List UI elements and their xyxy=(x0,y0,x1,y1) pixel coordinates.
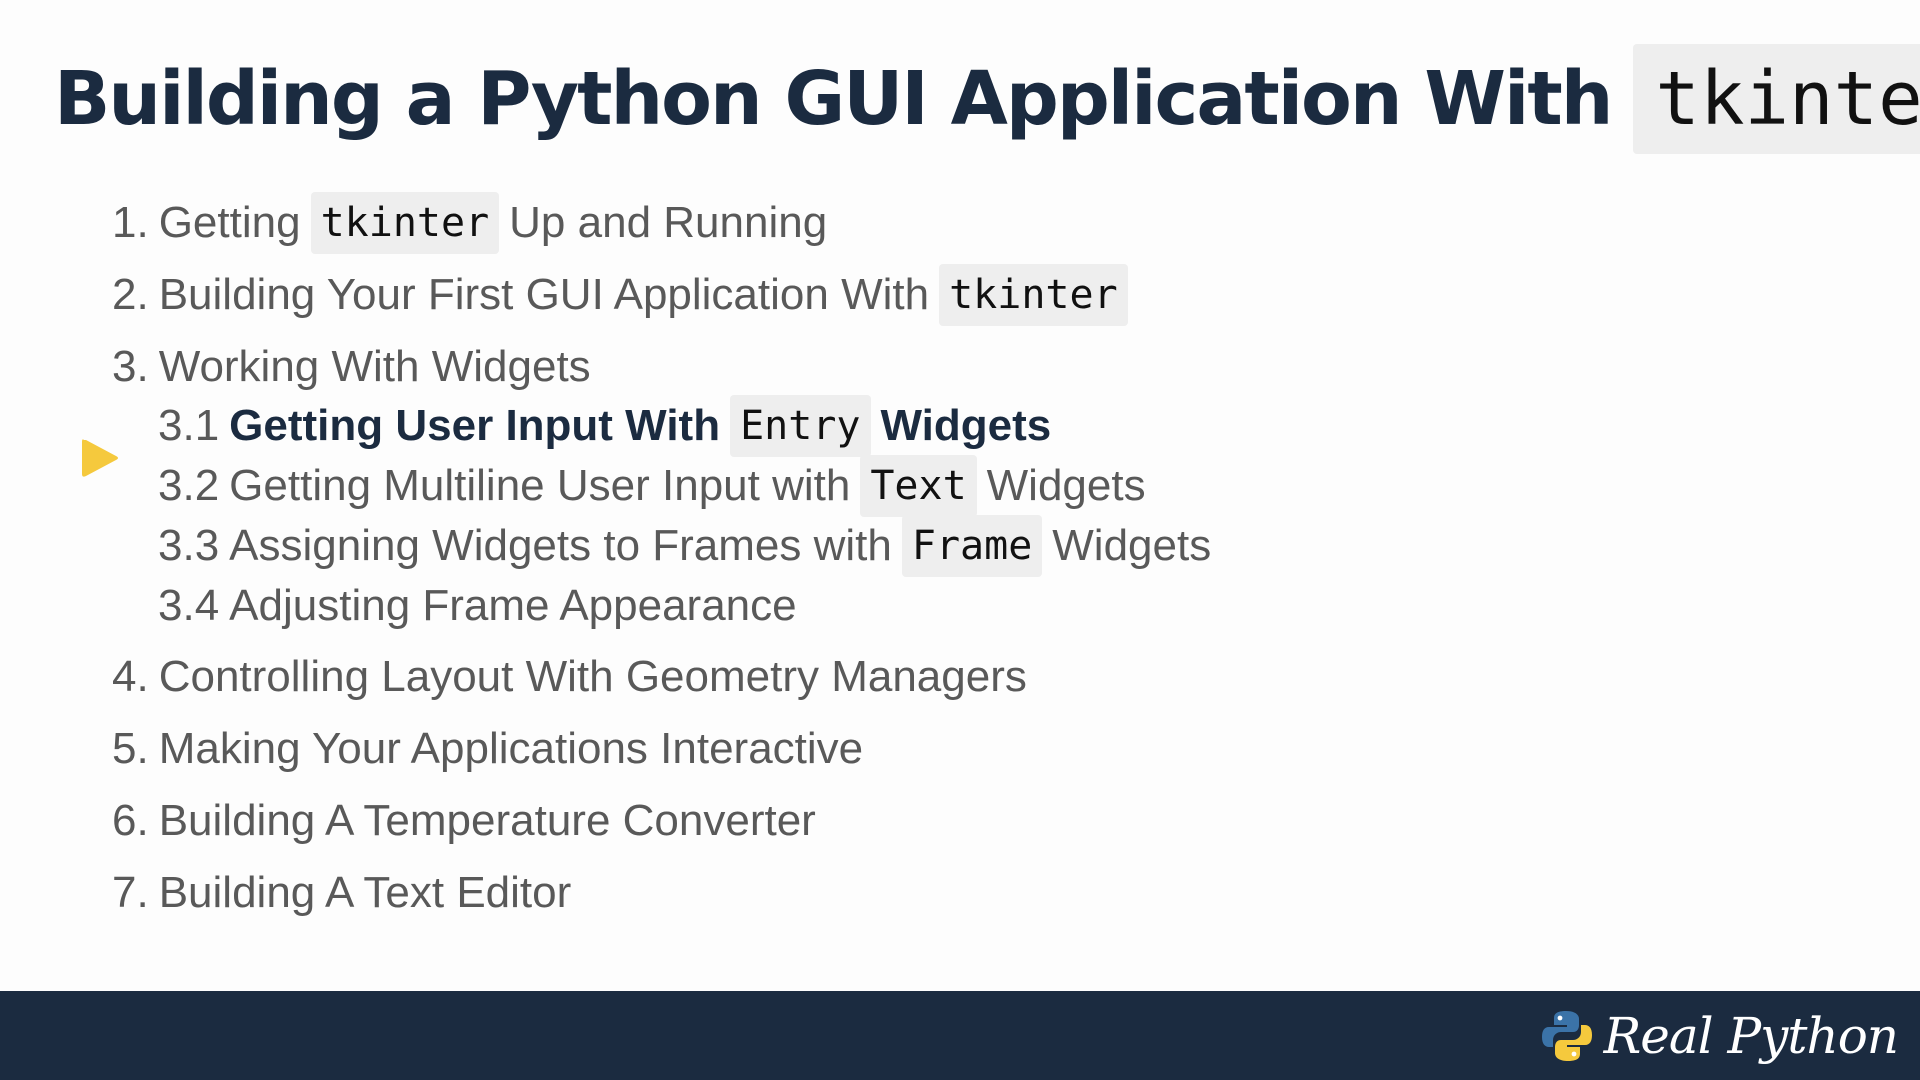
outline-item-number: 4. xyxy=(112,652,149,701)
outline-item-number: 3.1 xyxy=(158,401,220,450)
outline-item-text: Controlling Layout With Geometry Manager… xyxy=(158,652,1027,701)
outline-item-code: Entry xyxy=(730,395,871,457)
outline-item-number: 3.4 xyxy=(158,581,220,630)
footer-bar: Real Python xyxy=(0,991,1920,1080)
outline-item-number: 5. xyxy=(112,724,149,773)
outline-item-number: 7. xyxy=(112,868,149,917)
outline-item-text: Building Your First GUI Application With xyxy=(158,270,930,319)
outline-item-number: 1. xyxy=(112,198,149,247)
outline-item-text: Building A Text Editor xyxy=(158,868,572,917)
outline-item-text: Making Your Applications Interactive xyxy=(158,724,864,773)
outline-item: 3.Working With Widgets xyxy=(112,336,591,398)
current-lesson-marker-icon xyxy=(82,439,118,477)
outline-item-text: Getting User Input With xyxy=(229,401,721,450)
outline-item-code: Frame xyxy=(901,515,1043,577)
outline-item: 6.Building A Temperature Converter xyxy=(112,790,816,852)
outline-item-text-after: Widgets xyxy=(1052,521,1212,570)
outline-item-number: 2. xyxy=(112,270,149,319)
outline-item: 4.Controlling Layout With Geometry Manag… xyxy=(112,646,1027,708)
outline-item-text-after: Widgets xyxy=(986,461,1146,510)
brand-name: Real Python xyxy=(1603,1007,1899,1065)
outline-item-code: tkinter xyxy=(939,264,1128,326)
outline-item: 7.Building A Text Editor xyxy=(112,862,571,924)
outline-item-code: tkinter xyxy=(310,192,500,254)
outline-item-text-after: Up and Running xyxy=(509,198,828,247)
outline-item: 5.Making Your Applications Interactive xyxy=(112,718,863,780)
outline-item-code: Text xyxy=(860,455,977,517)
outline-item-text: Working With Widgets xyxy=(158,342,591,391)
outline-item-number: 3.2 xyxy=(158,461,220,510)
slide-title-code: tkinter xyxy=(1633,44,1920,154)
brand-logo: Real Python xyxy=(1540,1001,1899,1071)
slide-title: Building a Python GUI Application With t… xyxy=(54,44,1920,154)
outline-item-text: Building A Temperature Converter xyxy=(158,796,816,845)
outline-item: 2.Building Your First GUI Application Wi… xyxy=(112,264,1138,326)
outline-item-text-after: Widgets xyxy=(880,401,1052,450)
outline-item-text: Assigning Widgets to Frames with xyxy=(229,521,892,570)
slide-title-text: Building a Python GUI Application With xyxy=(54,56,1613,142)
outline-item-text: Getting Multiline User Input with xyxy=(229,461,851,510)
python-logo-icon xyxy=(1541,1011,1592,1061)
outline-item-number: 6. xyxy=(112,796,149,845)
outline-item-number: 3. xyxy=(112,342,149,391)
outline-item-text: Adjusting Frame Appearance xyxy=(229,581,797,630)
outline-item-text: Getting xyxy=(158,198,301,247)
outline-item-number: 3.3 xyxy=(158,521,220,570)
